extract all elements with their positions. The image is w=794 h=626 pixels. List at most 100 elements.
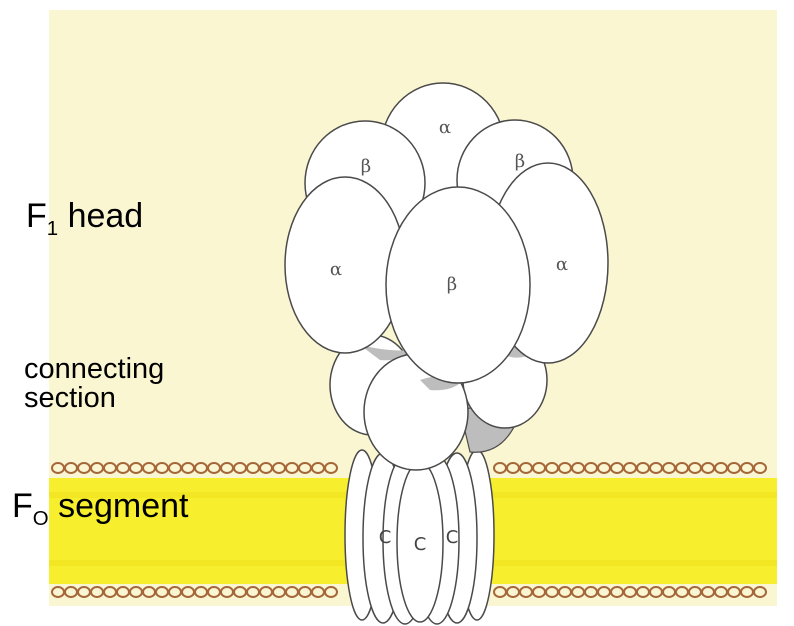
- lipid-head: [598, 587, 610, 597]
- lipid-head: [520, 463, 532, 473]
- lipid-head: [156, 463, 168, 473]
- lipid-head: [195, 587, 207, 597]
- lipid-head: [676, 587, 688, 597]
- lipid-head: [91, 463, 103, 473]
- lipid-head: [182, 587, 194, 597]
- lipid-head: [65, 463, 77, 473]
- lipid-head: [715, 587, 727, 597]
- lipid-head: [260, 587, 272, 597]
- alpha-label: α: [330, 259, 342, 280]
- lipid-head: [78, 463, 90, 473]
- lipid-head: [611, 463, 623, 473]
- lipid-head: [52, 463, 64, 473]
- lipid-head: [130, 463, 142, 473]
- lipid-head: [234, 587, 246, 597]
- fo-segment-subscript: O: [33, 508, 49, 530]
- lipid-head: [507, 463, 519, 473]
- lipid-head: [247, 587, 259, 597]
- lipid-head: [494, 587, 506, 597]
- lipid-head: [247, 463, 259, 473]
- lipid-head: [182, 463, 194, 473]
- lipid-head: [52, 587, 64, 597]
- lipid-head: [156, 587, 168, 597]
- lipid-head: [234, 463, 246, 473]
- lipid-head: [273, 463, 285, 473]
- lipid-head: [624, 463, 636, 473]
- lipid-head: [494, 463, 506, 473]
- lipid-head: [143, 587, 155, 597]
- lipid-head: [728, 587, 740, 597]
- connecting-label-line1: connecting: [24, 355, 164, 384]
- lipid-head: [585, 587, 597, 597]
- beta-subunit: [386, 187, 530, 383]
- lipid-head: [312, 463, 324, 473]
- connecting-label-line2: section: [24, 384, 164, 413]
- f1-head-text: head: [58, 197, 143, 235]
- lipid-head: [533, 587, 545, 597]
- c-subunit-label: C: [414, 534, 427, 555]
- lipid-head: [533, 463, 545, 473]
- lipid-head: [598, 463, 610, 473]
- lipid-head: [208, 463, 220, 473]
- lipid-head: [286, 587, 298, 597]
- lipid-head: [208, 587, 220, 597]
- lipid-head: [325, 587, 337, 597]
- lipid-head: [546, 463, 558, 473]
- lipid-head: [260, 463, 272, 473]
- lipid-head: [286, 463, 298, 473]
- lipid-head: [611, 587, 623, 597]
- lipid-head: [676, 463, 688, 473]
- lipid-head: [520, 587, 532, 597]
- lipid-head: [728, 463, 740, 473]
- lipid-head: [637, 463, 649, 473]
- lipid-head: [169, 463, 181, 473]
- lipid-head: [559, 463, 571, 473]
- lipid-head: [299, 587, 311, 597]
- alpha-label: α: [439, 117, 451, 138]
- beta-label: β: [361, 156, 371, 177]
- lipid-head: [299, 463, 311, 473]
- lipid-head: [663, 587, 675, 597]
- lipid-head: [91, 587, 103, 597]
- lipid-head: [130, 587, 142, 597]
- alpha-label: α: [556, 254, 568, 275]
- lipid-head: [663, 463, 675, 473]
- lipid-head: [546, 587, 558, 597]
- beta-label: β: [515, 151, 525, 172]
- lipid-head: [195, 463, 207, 473]
- f1-head-subscript: 1: [47, 218, 58, 240]
- lipid-head: [754, 463, 766, 473]
- lipid-head: [312, 587, 324, 597]
- lipid-head: [559, 587, 571, 597]
- lipid-head: [715, 463, 727, 473]
- lipid-head: [637, 587, 649, 597]
- lipid-head: [585, 463, 597, 473]
- lipid-head: [702, 587, 714, 597]
- lipid-head: [572, 587, 584, 597]
- lipid-head: [741, 587, 753, 597]
- lipid-head: [325, 463, 337, 473]
- lipid-head: [117, 463, 129, 473]
- lipid-head: [689, 463, 701, 473]
- beta-label: β: [447, 274, 457, 295]
- c-subunit-label: C: [446, 527, 459, 548]
- lipid-head: [221, 463, 233, 473]
- fo-segment-label: FO segment: [12, 487, 189, 526]
- lipid-head: [221, 587, 233, 597]
- f1-head-label: F1 head: [26, 197, 143, 236]
- lipid-head: [702, 463, 714, 473]
- fo-segment-text: segment: [49, 487, 189, 525]
- lipid-head: [624, 587, 636, 597]
- lipid-head: [650, 587, 662, 597]
- lipid-head: [143, 463, 155, 473]
- lipid-head: [273, 587, 285, 597]
- lipid-head: [104, 463, 116, 473]
- lipid-head: [741, 463, 753, 473]
- lipid-head: [507, 587, 519, 597]
- lipid-head: [650, 463, 662, 473]
- lipid-head: [104, 587, 116, 597]
- c-subunit-label: C: [379, 527, 392, 548]
- lipid-head: [754, 587, 766, 597]
